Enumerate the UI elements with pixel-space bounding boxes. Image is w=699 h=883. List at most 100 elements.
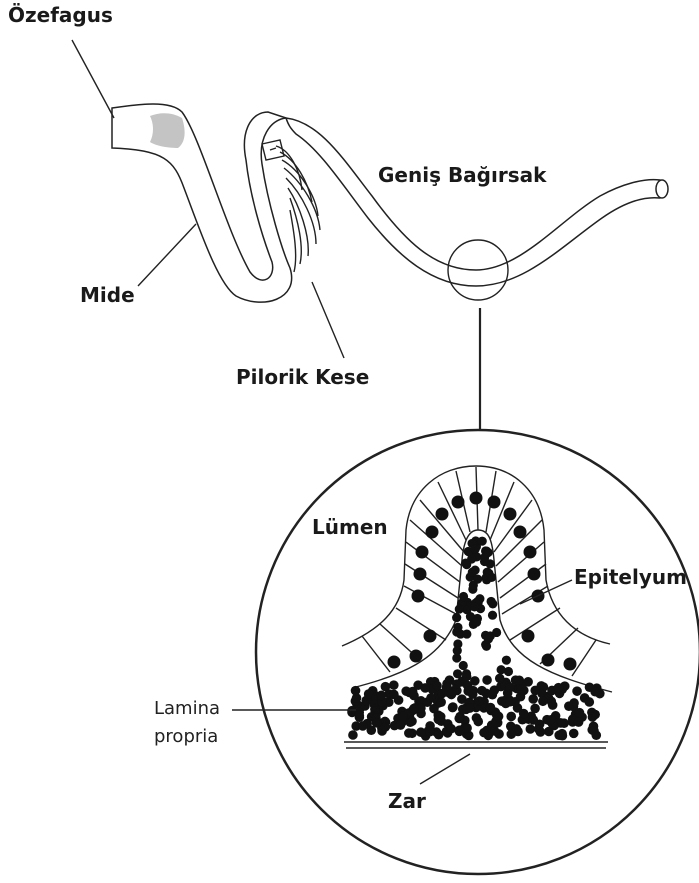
nucleus-dot	[425, 727, 435, 737]
nucleus-dot	[505, 683, 515, 693]
nucleus-dot	[410, 650, 423, 663]
nucleus-dot	[348, 730, 358, 740]
nucleus-dot	[455, 605, 464, 614]
nucleus-dot	[389, 680, 399, 690]
nucleus-dot	[448, 702, 458, 712]
nucleus-dot	[557, 729, 567, 739]
nucleus-dot	[432, 681, 442, 691]
nucleus-dot	[488, 611, 497, 620]
nucleus-dot	[420, 683, 430, 693]
nucleus-dot	[389, 690, 399, 700]
nucleus-dot	[436, 697, 446, 707]
nucleus-dot	[546, 715, 556, 725]
nucleus-dot	[530, 686, 540, 696]
nucleus-dot	[470, 602, 479, 611]
nucleus-dot	[453, 646, 462, 655]
gut-tract	[112, 104, 668, 302]
nucleus-dot	[470, 676, 480, 686]
nucleus-dot	[534, 724, 544, 734]
nucleus-dot	[454, 714, 464, 724]
label-genis-bagirsak: Geniş Bağırsak	[378, 163, 547, 187]
nucleus-dot	[524, 546, 537, 559]
nucleus-dot	[434, 730, 444, 740]
nucleus-dot	[377, 691, 387, 701]
label-lumen: Lümen	[312, 515, 388, 539]
intestine	[286, 118, 665, 286]
nucleus-dot	[488, 599, 497, 608]
nucleus-dot	[590, 687, 600, 697]
intestine-end	[656, 180, 668, 198]
nucleus-dot	[355, 711, 365, 721]
nucleus-dot	[591, 730, 601, 740]
nucleus-dot	[495, 674, 505, 684]
nucleus-dot	[452, 496, 465, 509]
label-epitelyum: Epitelyum	[574, 565, 687, 589]
mide-leader	[138, 224, 196, 286]
ozefagus-leader	[72, 40, 114, 118]
magnified-section	[256, 430, 699, 874]
nucleus-dot	[409, 704, 419, 714]
label-lamina-1: Lamina	[154, 698, 220, 719]
nucleus-dot	[473, 717, 483, 727]
nucleus-dot	[372, 718, 382, 728]
nucleus-dot	[528, 568, 541, 581]
label-ozefagus: Özefagus	[8, 3, 113, 27]
nucleus-dot	[488, 690, 498, 700]
nucleus-dot	[453, 623, 462, 632]
nucleus-dot	[530, 704, 540, 714]
nucleus-dot	[465, 703, 475, 713]
nucleus-dot	[478, 537, 487, 546]
nucleus-dot	[424, 630, 437, 643]
nucleus-dot	[396, 720, 406, 730]
nucleus-dot	[412, 590, 425, 603]
nucleus-dot	[459, 661, 468, 670]
nucleus-dot	[486, 703, 496, 713]
nucleus-dot	[488, 496, 501, 509]
label-zar: Zar	[388, 789, 426, 813]
nucleus-dot	[452, 613, 461, 622]
nucleus-dot	[388, 656, 401, 669]
nucleus-dot	[522, 630, 535, 643]
nucleus-dot	[381, 722, 391, 732]
nucleus-dot	[416, 546, 429, 559]
nucleus-dot	[446, 724, 456, 734]
nucleus-dot	[483, 568, 492, 577]
label-pilorik-kese: Pilorik Kese	[236, 365, 369, 389]
nucleus-dot	[514, 675, 524, 685]
nucleus-dot	[507, 729, 517, 739]
nucleus-dot	[526, 724, 536, 734]
nucleus-dot	[468, 568, 477, 577]
pilorik-leader	[312, 282, 344, 358]
nucleus-dot	[470, 492, 483, 505]
nucleus-dot	[585, 697, 595, 707]
nucleus-dot	[452, 679, 462, 689]
nucleus-dot	[492, 710, 502, 720]
label-mide: Mide	[80, 283, 135, 307]
nucleus-dot	[554, 683, 564, 693]
nucleus-dot	[462, 672, 472, 682]
nucleus-dot	[436, 508, 449, 521]
nucleus-dot	[514, 526, 527, 539]
nucleus-dot	[401, 686, 411, 696]
nucleus-dot	[569, 729, 579, 739]
nucleus-dot	[426, 526, 439, 539]
nucleus-dot	[504, 508, 517, 521]
nucleus-dot	[358, 721, 368, 731]
nucleus-dot	[528, 694, 538, 704]
nucleus-dot	[564, 701, 574, 711]
nucleus-dot	[426, 693, 436, 703]
nucleus-dot	[542, 654, 555, 667]
nucleus-dot	[407, 716, 417, 726]
nucleus-dot	[472, 618, 481, 627]
nucleus-dot	[492, 628, 501, 637]
nucleus-dot	[572, 686, 582, 696]
nucleus-dot	[398, 711, 408, 721]
nucleus-dot	[461, 558, 470, 567]
nucleus-dot	[475, 696, 485, 706]
nucleus-dot	[588, 712, 598, 722]
nucleus-dot	[351, 686, 361, 696]
nucleus-dot	[506, 697, 516, 707]
nucleus-dot	[519, 709, 529, 719]
esophagus-shade	[150, 113, 185, 148]
